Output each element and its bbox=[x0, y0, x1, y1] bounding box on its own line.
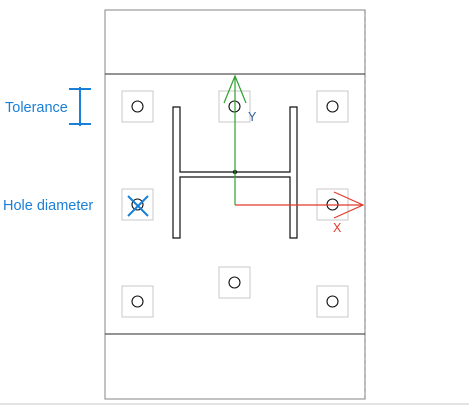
y-axis-arrow bbox=[223, 74, 247, 205]
hole-bottom-center bbox=[218, 266, 251, 299]
tolerance-bracket-icon bbox=[69, 87, 91, 126]
diameter-cross-icon bbox=[127, 195, 149, 217]
x-axis-arrow bbox=[235, 191, 365, 219]
hole-top-right bbox=[316, 90, 349, 123]
hole-bottom-left bbox=[121, 285, 154, 318]
hole-top-left bbox=[121, 90, 154, 123]
hole-diameter-label: Hole diameter bbox=[3, 198, 93, 214]
tolerance-label: Tolerance bbox=[5, 100, 68, 116]
hole-bottom-right bbox=[316, 285, 349, 318]
plate-outer-outline bbox=[104, 9, 366, 400]
axis-y-label: Y bbox=[248, 110, 257, 124]
axis-x-label: X bbox=[333, 221, 342, 235]
